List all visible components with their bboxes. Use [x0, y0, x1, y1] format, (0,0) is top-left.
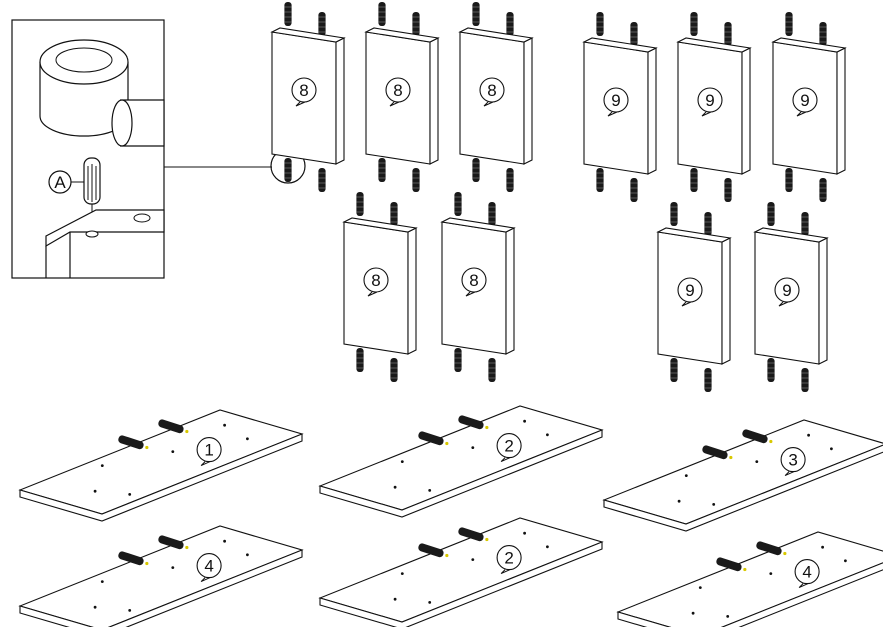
- dowel-icon: [83, 157, 101, 230]
- dowel-icon: [704, 367, 712, 393]
- panel-label: 8: [487, 81, 496, 100]
- dowel-icon: [378, 1, 386, 27]
- dowel-icon: [630, 21, 638, 47]
- dowel-icon: [454, 191, 462, 217]
- board-1: 1: [18, 409, 304, 522]
- dowel-icon: [118, 435, 144, 450]
- panel-group: 8 8 8 9 9 9 8 8 9 9: [270, 1, 847, 393]
- dowel-icon: [118, 551, 144, 566]
- detail-inset: A: [11, 19, 165, 279]
- board-label: 1: [204, 441, 213, 460]
- dowel-icon: [702, 445, 728, 460]
- board-4: 4: [18, 525, 304, 627]
- dowel-icon: [819, 21, 827, 47]
- board-label: 2: [504, 437, 513, 456]
- mallet-icon: [39, 39, 165, 147]
- dowel-icon: [458, 415, 484, 430]
- dowel-icon: [412, 167, 420, 193]
- dowel-icon: [418, 431, 444, 446]
- panel-7: 8: [342, 191, 418, 383]
- panel-3: 8: [458, 1, 534, 193]
- panel-label: 8: [393, 81, 402, 100]
- dowel-icon: [716, 557, 742, 572]
- dowel-icon: [596, 167, 604, 193]
- dowel-icon: [670, 201, 678, 227]
- dowel-icon: [488, 201, 496, 227]
- dowel-icon: [356, 347, 364, 373]
- board-label: 3: [788, 451, 797, 470]
- dowel-icon: [630, 177, 638, 203]
- panel-label: 9: [782, 281, 791, 300]
- dowel-icon: [767, 201, 775, 227]
- dowel-icon: [742, 429, 768, 444]
- dowel-icon: [378, 157, 386, 183]
- dowel-icon: [158, 419, 184, 434]
- panel-label: 9: [685, 281, 694, 300]
- dowel-icon: [284, 1, 292, 27]
- dowel-icon: [506, 11, 514, 37]
- panel-label: 9: [800, 91, 809, 110]
- dowel-icon: [724, 21, 732, 47]
- dowel-icon: [819, 177, 827, 203]
- board-3: 3: [602, 419, 883, 532]
- panel-6: 9: [771, 11, 847, 203]
- board-label: 4: [802, 563, 811, 582]
- panel-label: 8: [469, 271, 478, 290]
- dowel-icon: [506, 167, 514, 193]
- dowel-icon: [670, 357, 678, 383]
- dowel-icon: [785, 11, 793, 37]
- dowel-icon: [284, 157, 292, 183]
- panel-1: 8: [270, 1, 346, 193]
- dowel-icon: [418, 543, 444, 558]
- dowel-icon: [472, 1, 480, 27]
- dowel-icon: [767, 357, 775, 383]
- panel-label: 9: [611, 91, 620, 110]
- dowel-icon: [318, 11, 326, 37]
- dowel-icon: [458, 527, 484, 542]
- callout-a: A: [48, 170, 84, 194]
- dowel-icon: [158, 535, 184, 550]
- dowel-icon: [690, 167, 698, 193]
- dowel-icon: [724, 177, 732, 203]
- dowel-icon: [488, 357, 496, 383]
- dowel-icon: [801, 367, 809, 393]
- panel-hole-icon: [45, 209, 165, 278]
- dowel-icon: [690, 11, 698, 37]
- dowel-icon: [390, 357, 398, 383]
- panel-5: 9: [676, 11, 752, 203]
- dowel-icon: [454, 347, 462, 373]
- board-group: 1 2 3 4 2 4: [18, 405, 883, 627]
- panel-9: 9: [656, 201, 732, 393]
- dowel-icon: [412, 11, 420, 37]
- dowel-icon: [356, 191, 364, 217]
- dowel-icon: [472, 157, 480, 183]
- board-label: 4: [204, 557, 213, 576]
- dowel-icon: [704, 211, 712, 237]
- panel-4: 9: [582, 11, 658, 203]
- panel-2: 8: [364, 1, 440, 193]
- dowel-icon: [801, 211, 809, 237]
- board-2: 2: [318, 405, 604, 518]
- board-label: 2: [504, 549, 513, 568]
- panel-8: 8: [440, 191, 516, 383]
- panel-label: 9: [705, 91, 714, 110]
- callout-label: A: [54, 173, 66, 192]
- panel-10: 9: [753, 201, 829, 393]
- dowel-icon: [785, 167, 793, 193]
- panel-label: 8: [371, 271, 380, 290]
- board-6: 4: [616, 531, 883, 627]
- dowel-icon: [756, 541, 782, 556]
- dowel-icon: [318, 167, 326, 193]
- panel-label: 8: [299, 81, 308, 100]
- dowel-icon: [390, 201, 398, 227]
- board-5: 2: [318, 517, 604, 627]
- dowel-icon: [596, 11, 604, 37]
